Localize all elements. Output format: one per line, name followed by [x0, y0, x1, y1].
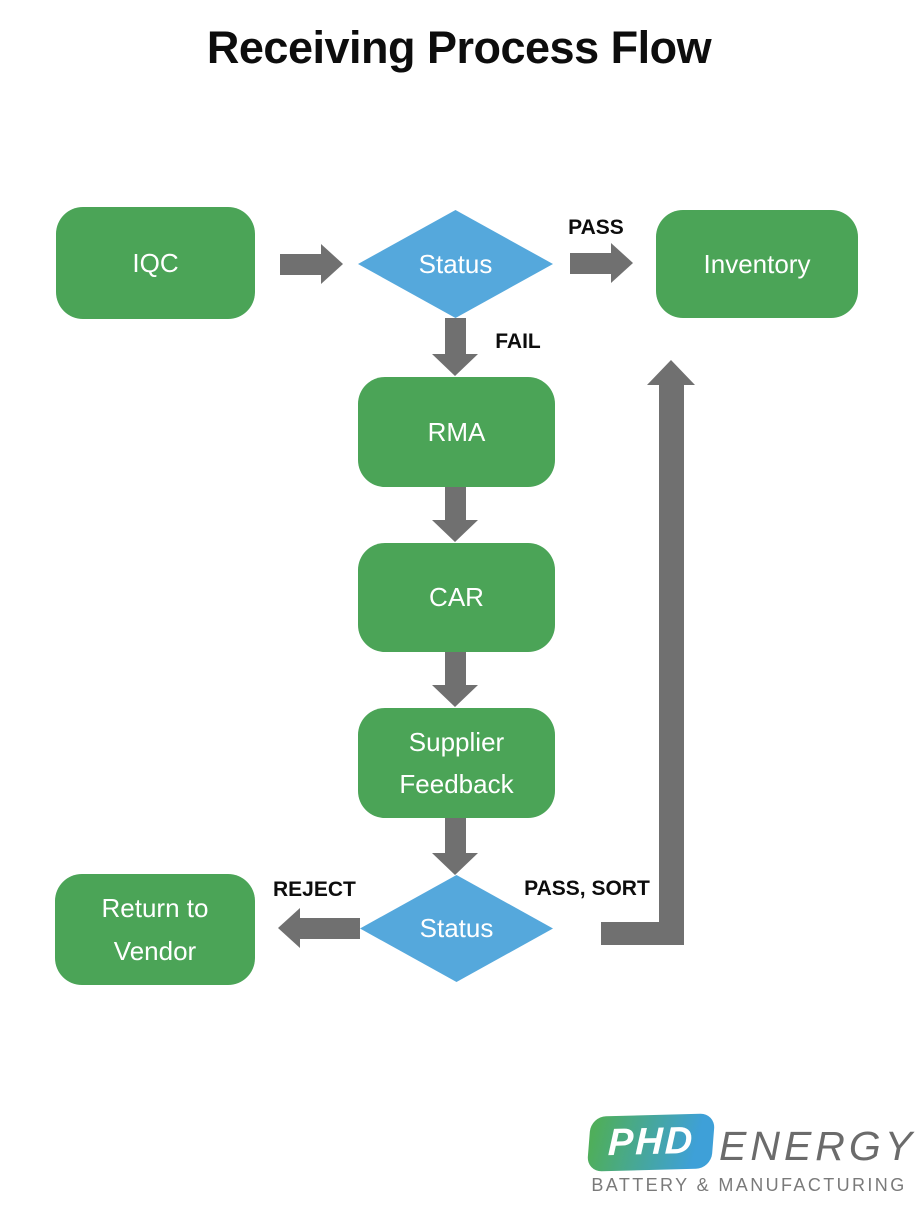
- logo-tagline: BATTERY & MANUFACTURING: [591, 1175, 907, 1195]
- company-logo: PHD ENERGY BATTERY & MANUFACTURING: [586, 1108, 912, 1200]
- node-inventory: Inventory: [656, 210, 858, 318]
- node-inventory-label: Inventory: [703, 248, 811, 279]
- node-car-label: CAR: [429, 582, 484, 613]
- node-rma: RMA: [358, 377, 555, 487]
- node-supplier-feedback: Supplier Feedback: [358, 708, 555, 818]
- logo-badge-text: PHD: [607, 1119, 695, 1165]
- edge-label-fail: FAIL: [495, 330, 541, 353]
- edge-label-reject: REJECT: [273, 878, 356, 901]
- page-title: Receiving Process Flow: [206, 22, 712, 73]
- node-supplier-feedback-label: Supplier Feedback: [399, 726, 514, 799]
- node-rma-label: RMA: [427, 416, 486, 447]
- node-iqc: IQC: [56, 207, 255, 319]
- edge-label-pass: PASS: [568, 216, 624, 239]
- node-status-bottom-label: Status: [419, 913, 494, 944]
- logo-name: ENERGY: [719, 1123, 917, 1169]
- node-status-top: Status: [358, 210, 553, 318]
- node-return-to-vendor: Return to Vendor: [55, 874, 255, 985]
- node-status-top-label: Status: [418, 248, 493, 279]
- node-iqc-label: IQC: [132, 247, 179, 278]
- node-return-to-vendor-label: Return to Vendor: [101, 893, 209, 966]
- edge-label-pass-sort: PASS, SORT: [524, 877, 650, 900]
- logo-badge: PHD: [586, 1113, 716, 1172]
- node-car: CAR: [358, 543, 555, 652]
